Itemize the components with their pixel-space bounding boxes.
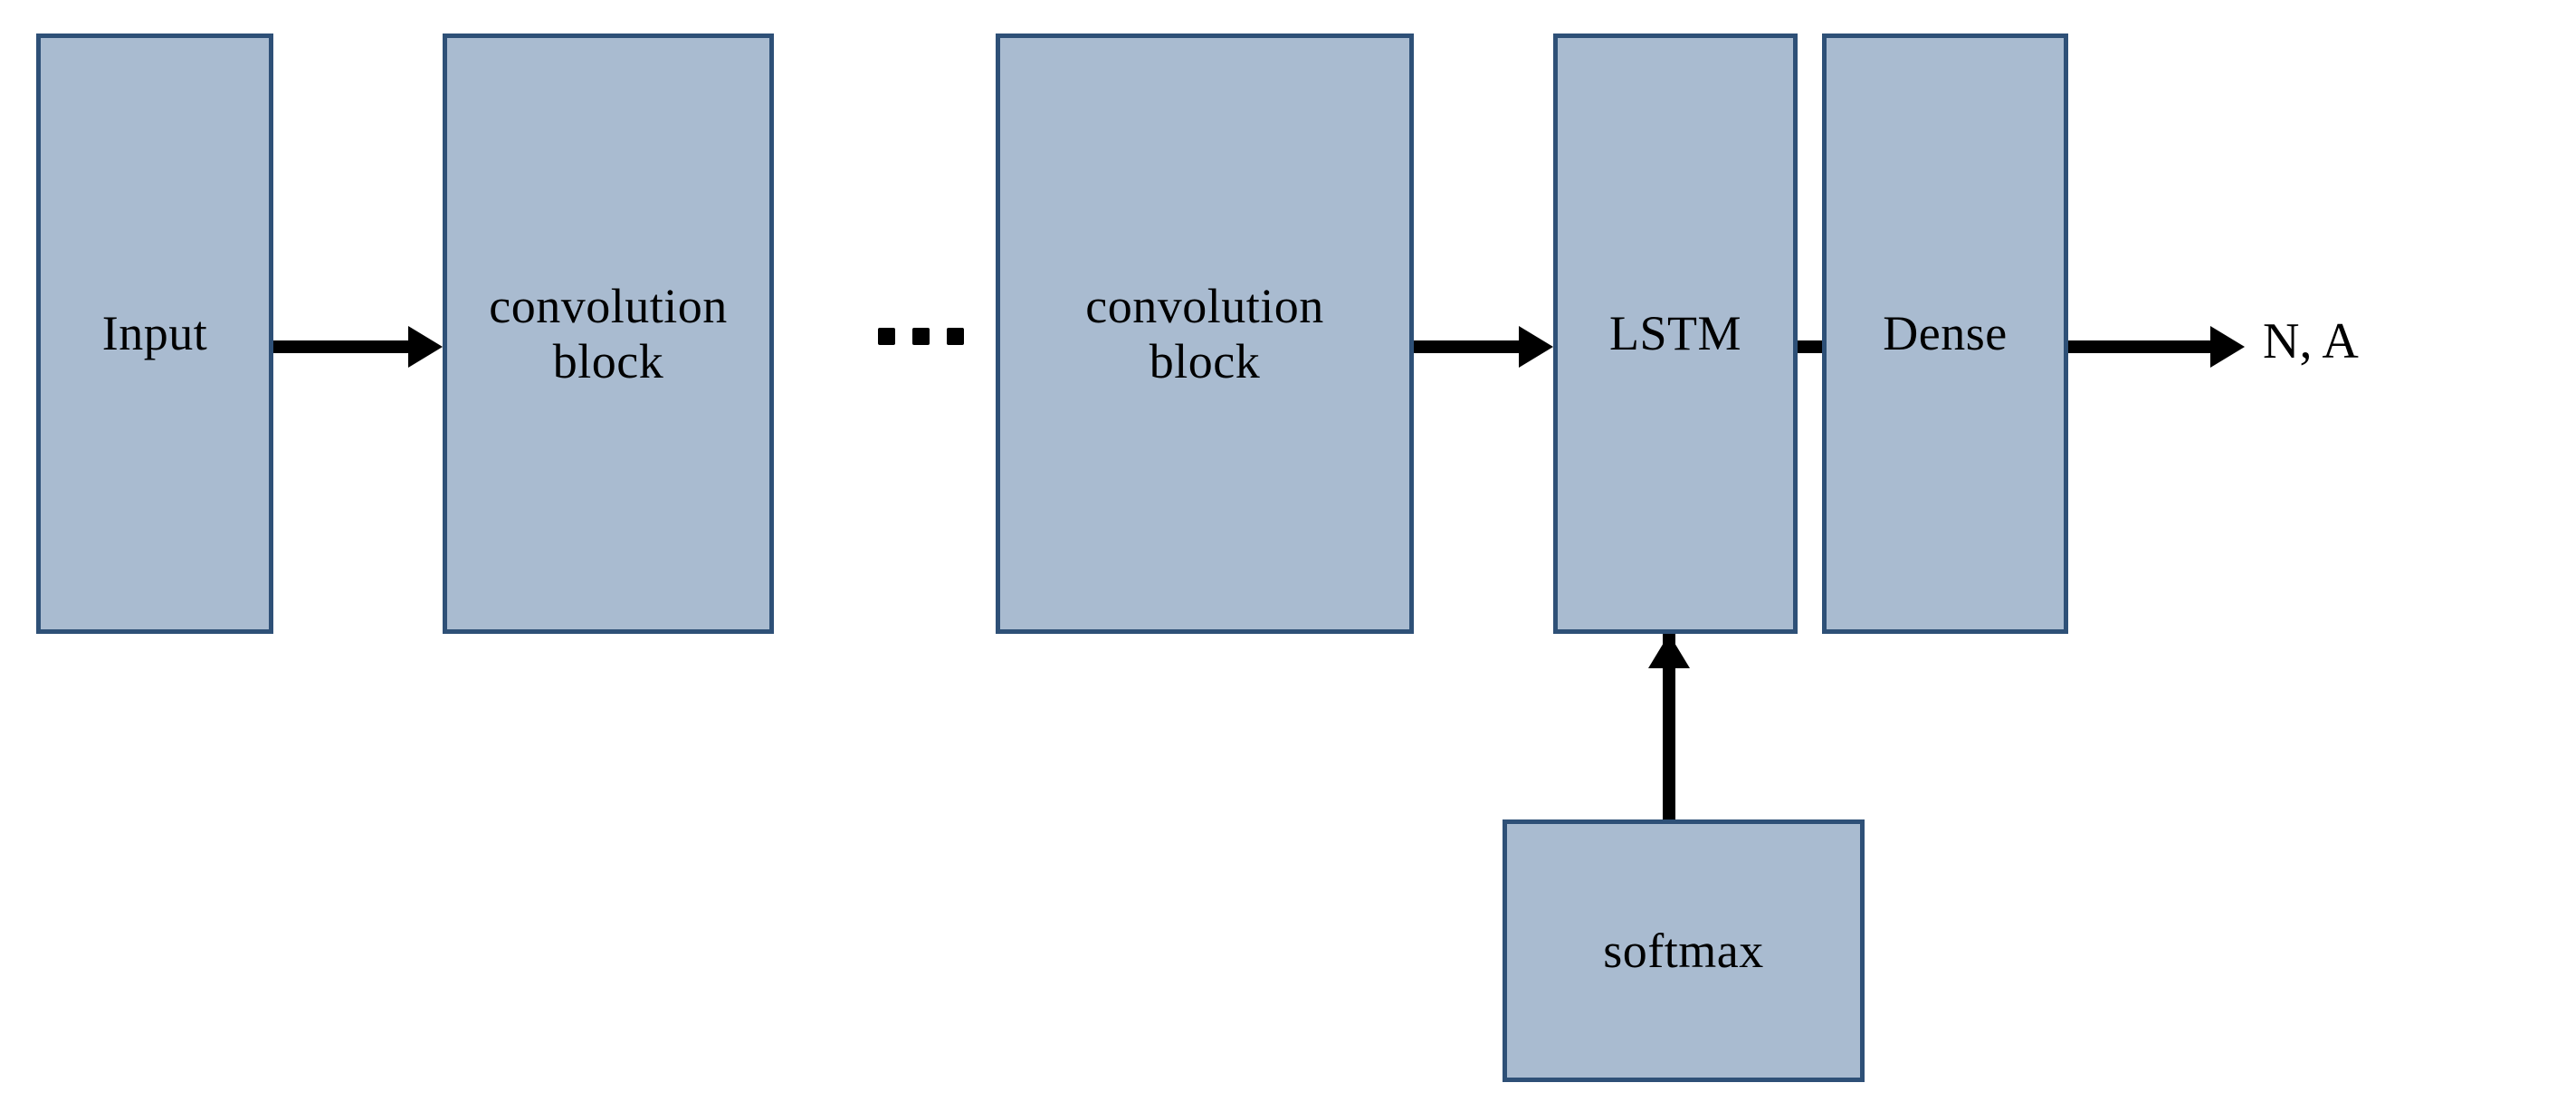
node-dense[interactable]: Dense [1822, 34, 2068, 634]
node-input[interactable]: Input [36, 34, 273, 634]
arrow-head-right-icon [2210, 326, 2245, 368]
ellipsis-repeated-blocks-icon [878, 328, 964, 345]
node-input-label: Input [101, 306, 208, 361]
node-convolution-block-1[interactable]: convolution block [443, 34, 774, 634]
output-label: N, A [2263, 313, 2359, 369]
arrow-head-up-icon [1648, 634, 1690, 668]
ellipsis-dot [947, 328, 964, 345]
node-softmax-label: softmax [1603, 923, 1764, 978]
arrow-shaft [1414, 340, 1519, 353]
node-convolution-block-2-label: convolution block [1085, 279, 1324, 388]
arrow-head-right-icon [1519, 326, 1553, 368]
arrow-head-right-icon [408, 326, 443, 368]
ellipsis-dot [912, 328, 930, 345]
node-lstm[interactable]: LSTM [1553, 34, 1798, 634]
node-softmax[interactable]: softmax [1503, 819, 1865, 1082]
node-convolution-block-1-label: convolution block [489, 279, 728, 388]
node-convolution-block-2[interactable]: convolution block [996, 34, 1414, 634]
ellipsis-dot [878, 328, 895, 345]
node-lstm-label: LSTM [1608, 306, 1742, 361]
arrow-shaft [2068, 340, 2210, 353]
arrow-shaft [273, 340, 408, 353]
arrow-shaft [1663, 634, 1675, 819]
node-dense-label: Dense [1883, 306, 2008, 361]
